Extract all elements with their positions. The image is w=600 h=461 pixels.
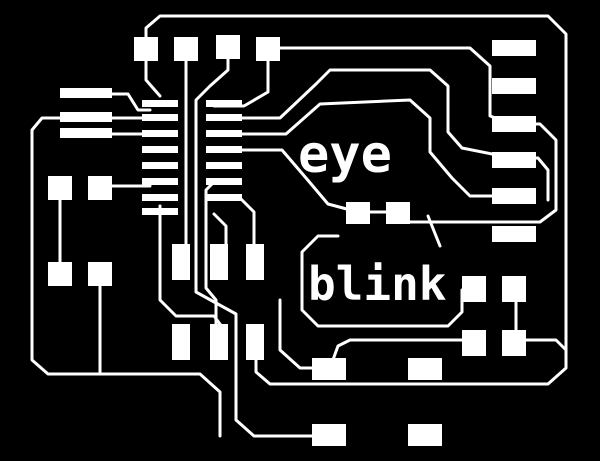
ic-pin-r2 [206,114,242,121]
trace-eye-blink-link [426,214,442,248]
pad-top-1 [134,37,158,61]
ic-pin-r3 [206,130,242,137]
ic-pin-l4 [142,146,178,153]
ic-pin-l6 [142,178,178,185]
trace-ic-left-1 [108,92,152,112]
trace-ic-bottom-2 [176,372,222,438]
ic-pin-r7 [206,194,242,201]
pad-low-3 [246,324,264,360]
trace-right-2 [212,68,514,160]
ic-pin-l2 [142,114,178,121]
pad-right-4 [492,152,536,168]
ic-pin-l8 [142,208,178,215]
pad-left-2 [88,176,112,200]
pad-rl-3 [462,330,486,356]
pad-right-2 [492,78,536,94]
connector-strip-1 [60,88,112,98]
trace-ic-to-center [212,148,360,214]
silkscreen-blink: blink [308,257,446,311]
pad-rl-2 [502,276,526,302]
trace-ic-bottom-left [158,204,228,334]
ic-pin-r6 [206,178,242,185]
ic-pin-r4 [206,146,242,153]
pad-left-3 [48,262,72,286]
trace-bottom-right [328,338,476,370]
pad-rl-4 [502,330,526,356]
ic-pin-l3 [142,130,178,137]
silkscreen-eye: eye [298,125,392,185]
trace-left-frame [30,116,180,376]
pad-right-6 [492,226,536,242]
pad-bottom-4 [408,424,442,446]
pad-right-5 [492,188,536,204]
pad-mid-3 [246,244,264,280]
pad-top-3 [216,35,240,59]
ic-pin-r5 [206,162,242,169]
pad-center-1 [346,202,370,224]
trace-top-frame [144,14,568,386]
pad-mid-2 [210,244,228,280]
pad-left-1 [48,176,72,200]
pad-right-3 [492,116,536,132]
pad-low-2 [210,324,228,360]
pad-mid-1 [172,244,190,280]
pad-layer [48,35,536,446]
pad-bottom-2 [408,358,442,380]
pad-bottom-3 [312,424,346,446]
connector-strip-3 [60,128,112,138]
trace-ic-top-3 [194,46,332,438]
pad-top-2 [174,37,198,61]
pad-left-4 [88,262,112,286]
pad-right-1 [492,40,536,56]
trace-right-3 [212,98,516,198]
pad-rl-1 [462,276,486,302]
trace-ic-down [204,180,218,334]
pad-top-4 [256,37,280,61]
ic-pin-l7 [142,194,178,201]
ic-pin-l5 [142,162,178,169]
pad-bottom-1 [312,358,346,380]
ic-pin-r1 [206,100,242,107]
pad-low-1 [172,324,190,360]
pad-center-2 [386,202,410,224]
trace-right-pad-out [514,338,568,352]
connector-strip-2 [60,112,112,122]
ic-pin-l1 [142,100,178,107]
trace-layer [30,14,568,438]
